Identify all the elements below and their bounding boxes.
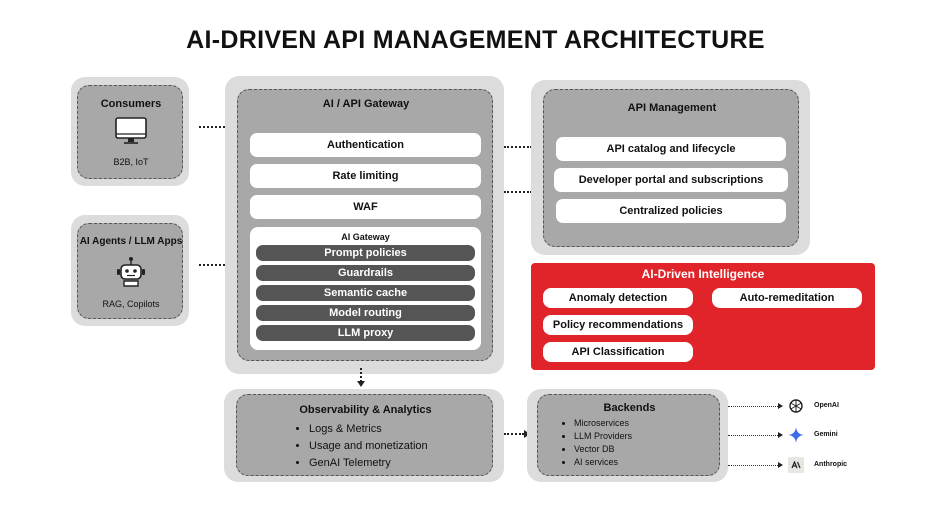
consumers-subtitle: B2B, IoT — [113, 157, 149, 167]
ai-gateway-item: Guardrails — [256, 265, 475, 281]
ai-gateway-item: Prompt policies — [256, 245, 475, 261]
intelligence-item-remediation: Auto-remeditation — [712, 288, 862, 308]
provider-line — [728, 406, 778, 407]
provider-gemini-label: Gemini — [814, 431, 838, 438]
backends-panel: Backends Microservices LLM Providers Vec… — [527, 389, 728, 482]
backends-item: Vector DB — [574, 443, 710, 456]
api-management-title: API Management — [627, 102, 717, 114]
ai-gateway-item: Semantic cache — [256, 285, 475, 301]
provider-line — [728, 465, 778, 466]
arrowhead — [357, 381, 365, 387]
arrow-agents-gateway — [199, 264, 225, 266]
observability-item: GenAI Telemetry — [309, 455, 483, 472]
gateway-panel: AI / API Gateway Authentication Rate lim… — [225, 76, 504, 374]
provider-anthropic-label: Anthropic — [814, 461, 848, 468]
gateway-item-authentication: Authentication — [250, 133, 481, 157]
ai-intelligence-title: AI-Driven Intelligence — [641, 267, 765, 281]
observability-panel: Observability & Analytics Logs & Metrics… — [224, 389, 504, 482]
backends-item: Microservices — [574, 417, 710, 430]
observability-title: Observability & Analytics — [299, 404, 432, 416]
gateway-title: AI / API Gateway — [322, 98, 410, 110]
backends-item: AI services — [574, 456, 710, 469]
arrow-gateway-apim — [504, 146, 532, 148]
ai-gateway-title: AI Gateway — [341, 232, 390, 242]
agents-subtitle: RAG, Copilots — [102, 299, 160, 309]
intelligence-item-policy: Policy recommendations — [543, 315, 693, 335]
provider-line — [728, 435, 778, 436]
agents-title: AI Agents / LLM Apps — [79, 236, 183, 247]
agents-panel: AI Agents / LLM Apps RAG, Copilots — [71, 215, 189, 326]
ai-intelligence-panel: AI-Driven Intelligence Anomaly detection… — [531, 263, 875, 370]
anthropic-icon — [788, 457, 804, 473]
consumers-title: Consumers — [100, 98, 162, 110]
gateway-item-waf: WAF — [250, 195, 481, 219]
ai-gateway-item: LLM proxy — [256, 325, 475, 341]
provider-openai-label: OpenAI — [814, 402, 839, 409]
api-management-panel: API Management API catalog and lifecycle… — [531, 80, 810, 255]
diagram-title: AI-DRIVEN API MANAGEMENT ARCHITECTURE — [186, 26, 765, 54]
backends-list: Microservices LLM Providers Vector DB AI… — [560, 417, 710, 469]
openai-icon — [789, 399, 803, 413]
gateway-item-rate-limiting: Rate limiting — [250, 164, 481, 188]
intelligence-item-anomaly: Anomaly detection — [543, 288, 693, 308]
arrowhead — [778, 462, 783, 468]
observability-list: Logs & Metrics Usage and monetization Ge… — [293, 421, 483, 472]
apim-item: API catalog and lifecycle — [556, 137, 786, 161]
robot-icon — [117, 257, 145, 287]
ai-gateway-box: AI Gateway Prompt policies Guardrails Se… — [250, 227, 481, 350]
ai-gateway-item: Model routing — [256, 305, 475, 321]
monitor-icon — [115, 117, 147, 144]
arrow-gateway-apim — [504, 191, 532, 193]
arrowhead — [778, 432, 783, 438]
arrow-observability-backends — [504, 433, 524, 435]
gemini-icon — [788, 427, 804, 443]
arrow-consumers-gateway — [199, 126, 225, 128]
backends-title: Backends — [603, 402, 656, 414]
backends-item: LLM Providers — [574, 430, 710, 443]
arrowhead — [778, 403, 783, 409]
observability-item: Logs & Metrics — [309, 421, 483, 438]
observability-item: Usage and monetization — [309, 438, 483, 455]
consumers-panel: Consumers B2B, IoT — [71, 77, 189, 186]
apim-item: Centralized policies — [556, 199, 786, 223]
arrow-gateway-observability — [360, 368, 362, 382]
apim-item: Developer portal and subscriptions — [554, 168, 788, 192]
intelligence-item-classification: API Classification — [543, 342, 693, 362]
